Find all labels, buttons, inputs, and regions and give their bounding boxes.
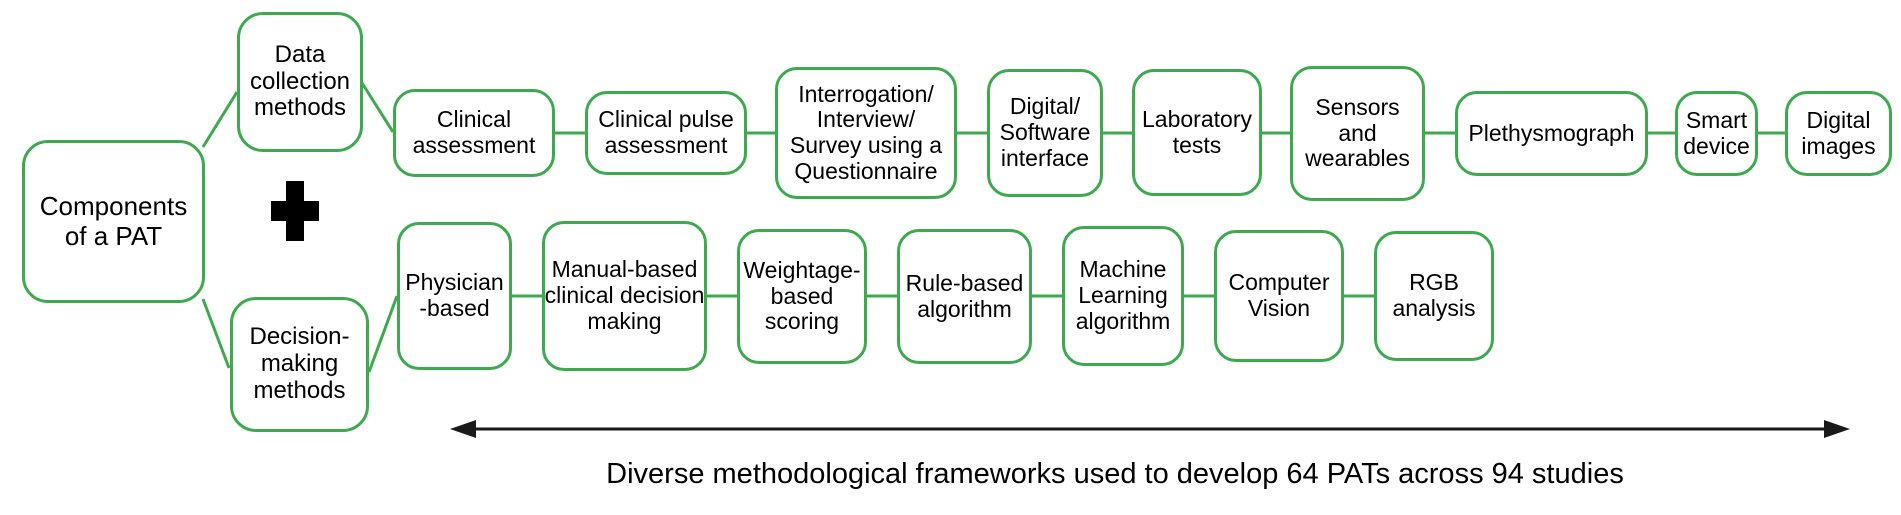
node-computer-vision: Computer Vision <box>1214 230 1344 362</box>
node-data-collection-methods: Data collection methods <box>237 12 363 152</box>
node-rule-based-algorithm: Rule-based algorithm <box>897 229 1032 364</box>
arrow-head-left-icon <box>450 420 476 438</box>
node-sensors-and-wearables: Sensors and wearables <box>1290 66 1425 201</box>
node-plethysmograph: Plethysmograph <box>1455 91 1648 176</box>
node-machine-learning-algorithm: Machine Learning algorithm <box>1062 226 1184 366</box>
plus-icon <box>271 181 319 241</box>
branch-line-root-to-decision-making <box>201 298 231 369</box>
node-digital-images: Digital images <box>1785 91 1892 176</box>
plus-icon-horizontal-bar <box>271 201 319 221</box>
node-decision-making-methods: Decision- making methods <box>230 297 369 432</box>
node-components-of-a-pat: Components of a PAT <box>22 140 205 303</box>
arrow-head-right-icon <box>1824 420 1850 438</box>
node-laboratory-tests: Laboratory tests <box>1132 69 1262 196</box>
arrow-caption: Diverse methodological frameworks used t… <box>606 458 1624 490</box>
branch-line-root-to-data-collection <box>201 91 239 148</box>
node-manual-clinical-decision: Manual-based clinical decision making <box>542 221 707 371</box>
node-rgb-analysis: RGB analysis <box>1374 231 1494 361</box>
branch-line-decision-making-to-bottom-row <box>367 295 399 373</box>
branch-line-data-collection-to-top-row <box>360 82 395 133</box>
node-digital-software-interface: Digital/ Software interface <box>987 69 1103 197</box>
node-weightage-based-scoring: Weightage- based scoring <box>737 229 867 364</box>
node-interrogation-survey: Interrogation/ Interview/ Survey using a… <box>775 67 957 199</box>
node-physician-based: Physician -based <box>397 222 512 370</box>
node-clinical-pulse-assessment: Clinical pulse assessment <box>585 91 747 175</box>
node-smart-device: Smart device <box>1675 91 1758 176</box>
node-clinical-assessment: Clinical assessment <box>393 89 555 177</box>
